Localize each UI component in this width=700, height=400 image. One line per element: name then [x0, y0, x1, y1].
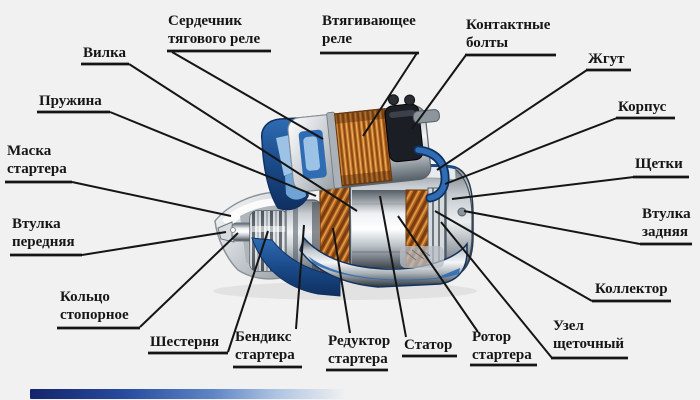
leader-line-stator — [379, 195, 407, 338]
label-shchetki: Щетки — [635, 156, 683, 172]
label-koltso-stopornoe: Кольцо стопорное — [60, 289, 129, 323]
label-kollektor: Коллектор — [595, 281, 668, 297]
solenoid-plunger — [303, 136, 321, 171]
wiring-harness — [413, 145, 450, 203]
ground-shadow — [213, 282, 477, 300]
label-zhgut: Жгут — [588, 51, 625, 67]
leader-line-koltso-stopornoe — [139, 232, 239, 328]
leader-lines — [5, 49, 692, 372]
label-maska-startera: Маска стартера — [7, 143, 67, 177]
leader-line-vilka — [128, 63, 358, 212]
leader-line-zhgut — [436, 69, 588, 171]
leader-line-kollektor — [434, 210, 593, 302]
label-stator: Статор — [404, 337, 453, 353]
bottom-gradient-watermark-bar — [30, 389, 346, 399]
starter-motor-cutaway-photo — [213, 94, 477, 300]
leader-line-shesternya — [227, 230, 269, 353]
leader-line-reduktor-startera — [332, 227, 351, 334]
label-reduktor-startera: Редуктор стартера — [328, 333, 391, 367]
leader-line-maska-startera — [71, 181, 232, 217]
leader-line-serdechnik-tyagovogo-rele — [171, 51, 324, 140]
label-rotor-startera: Ротор стартера — [472, 329, 532, 363]
bottom-housing-tube — [299, 236, 468, 288]
leader-line-bendiks-startera — [295, 224, 305, 330]
leader-line-kontaktnye-bolty — [411, 54, 467, 130]
label-serdechnik-tyagovogo-rele: Сердечник тягового реле — [168, 13, 261, 47]
label-vtulka-perednyaya: Втулка передняя — [12, 216, 75, 250]
leader-line-rotor-startera — [397, 215, 479, 333]
shaft-tip — [217, 221, 255, 243]
label-vtyagivayushchee-rele: Втягивающее реле — [322, 13, 416, 47]
label-kontaktnye-bolty: Контактные болты — [466, 17, 551, 51]
label-vilka: Вилка — [83, 45, 126, 61]
leader-line-vtulka-perednyaya — [81, 231, 227, 256]
leader-line-korpus — [444, 117, 618, 185]
leader-line-uzel-shchetochny — [440, 221, 553, 359]
solenoid — [287, 94, 440, 192]
label-bendiks-startera: Бендикс стартера — [235, 329, 295, 363]
leader-line-pruzhina — [109, 111, 317, 197]
leader-line-vtyagivayushchee-rele — [362, 52, 418, 137]
leader-line-shchetki — [451, 176, 635, 200]
label-pruzhina: Пружина — [39, 93, 102, 109]
contact-bolt — [404, 94, 416, 106]
label-vtulka-zadnyaya: Втулка задняя — [642, 206, 691, 240]
rotor-core — [352, 190, 406, 268]
label-uzel-shchetochny: Узел щеточный — [553, 318, 625, 352]
front-blue-housing — [251, 237, 341, 297]
leader-line-vtulka-zadnyaya — [463, 210, 641, 245]
label-shesternya: Шестерня — [150, 334, 220, 350]
contact-bolt — [387, 94, 399, 106]
label-korpus: Корпус — [618, 99, 667, 115]
